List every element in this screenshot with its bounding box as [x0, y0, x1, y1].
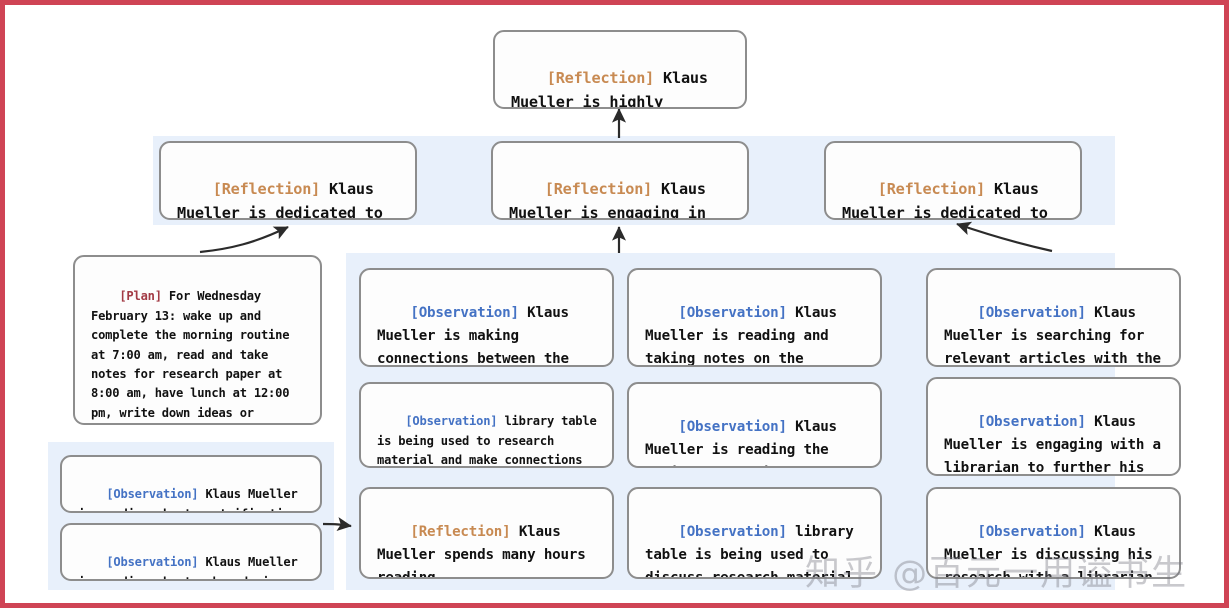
node-observation-taking-notes[interactable]: [Observation] Klaus Mueller is reading a… — [627, 268, 882, 367]
node-tag: [Observation] — [678, 419, 787, 435]
node-tag: [Reflection] — [212, 179, 321, 198]
node-tag: [Plan] — [119, 289, 162, 304]
node-text: Klaus Mueller is highly dedicated to res… — [511, 68, 708, 109]
node-tag: [Reflection] — [877, 179, 986, 198]
node-tag: [Observation] — [977, 305, 1086, 321]
node-top-reflection[interactable]: [Reflection] Klaus Mueller is highly ded… — [493, 30, 747, 109]
node-observation-searching-articles[interactable]: [Observation] Klaus Mueller is searching… — [926, 268, 1181, 367]
node-tag: [Observation] — [410, 305, 519, 321]
node-tag: [Reflection] — [546, 68, 655, 87]
node-reflection-hours-reading[interactable]: [Reflection] Klaus Mueller spends many h… — [359, 487, 614, 579]
node-tag: [Reflection] — [410, 524, 511, 540]
node-reflection-left[interactable]: [Reflection] Klaus Mueller is dedicated … — [159, 141, 417, 220]
node-tag: [Reflection] — [544, 179, 653, 198]
node-observation-library-table-connections[interactable]: [Observation] library table is being use… — [359, 382, 614, 468]
node-observation-making-connections[interactable]: [Observation] Klaus Mueller is making co… — [359, 268, 614, 367]
node-observation-gentrification[interactable]: [Observation] Klaus Mueller is reading a… — [60, 455, 322, 513]
node-text: Klaus Mueller is reading about gentrific… — [78, 487, 298, 511]
node-tag: [Observation] — [977, 524, 1086, 540]
node-text: Klaus Mueller is dedicated to research — [842, 179, 1048, 220]
node-text: Klaus Mueller is reading and taking note… — [645, 305, 837, 367]
node-text: For Wednesday February 13: wake up and c… — [91, 289, 290, 420]
node-text: library table is being used to discuss r… — [645, 524, 862, 579]
node-text: Klaus Mueller is dedicated to research — [177, 179, 383, 220]
node-observation-library-table-discuss[interactable]: [Observation] library table is being use… — [627, 487, 882, 579]
node-reflection-center[interactable]: [Reflection] Klaus Mueller is engaging i… — [491, 141, 749, 220]
node-tag: [Observation] — [678, 305, 787, 321]
node-text: library table is being used to research … — [377, 414, 597, 468]
node-plan[interactable]: [Plan] For Wednesday February 13: wake u… — [73, 255, 322, 425]
node-tag: [Observation] — [678, 524, 787, 540]
node-tag: [Observation] — [405, 414, 498, 429]
node-text: Klaus Mueller spends many hours reading — [377, 524, 594, 579]
node-observation-urban-design[interactable]: [Observation] Klaus Mueller is reading a… — [60, 523, 322, 581]
node-tag: [Observation] — [106, 487, 199, 502]
node-text: Klaus Mueller is engaging with a librari… — [944, 414, 1161, 476]
node-reflection-right[interactable]: [Reflection] Klaus Mueller is dedicated … — [824, 141, 1082, 220]
node-text: Klaus Mueller is making connections betw… — [377, 305, 569, 367]
node-text: Klaus Mueller is searching for relevant … — [944, 305, 1161, 367]
node-text: Klaus Mueller is reading the assigned ma… — [645, 419, 837, 466]
node-observation-assigned-material[interactable]: [Observation] Klaus Mueller is reading t… — [627, 382, 882, 468]
node-tag: [Observation] — [106, 555, 199, 570]
node-observation-discussing-research[interactable]: [Observation] Klaus Mueller is discussin… — [926, 487, 1181, 579]
node-text: Klaus Mueller is engaging in research ac… — [509, 179, 706, 220]
node-observation-engaging-librarian[interactable]: [Observation] Klaus Mueller is engaging … — [926, 377, 1181, 476]
node-text: Klaus Mueller is reading about urban des… — [78, 555, 298, 579]
node-tag: [Observation] — [977, 414, 1086, 430]
node-text: Klaus Mueller is discussing his research… — [944, 524, 1161, 579]
